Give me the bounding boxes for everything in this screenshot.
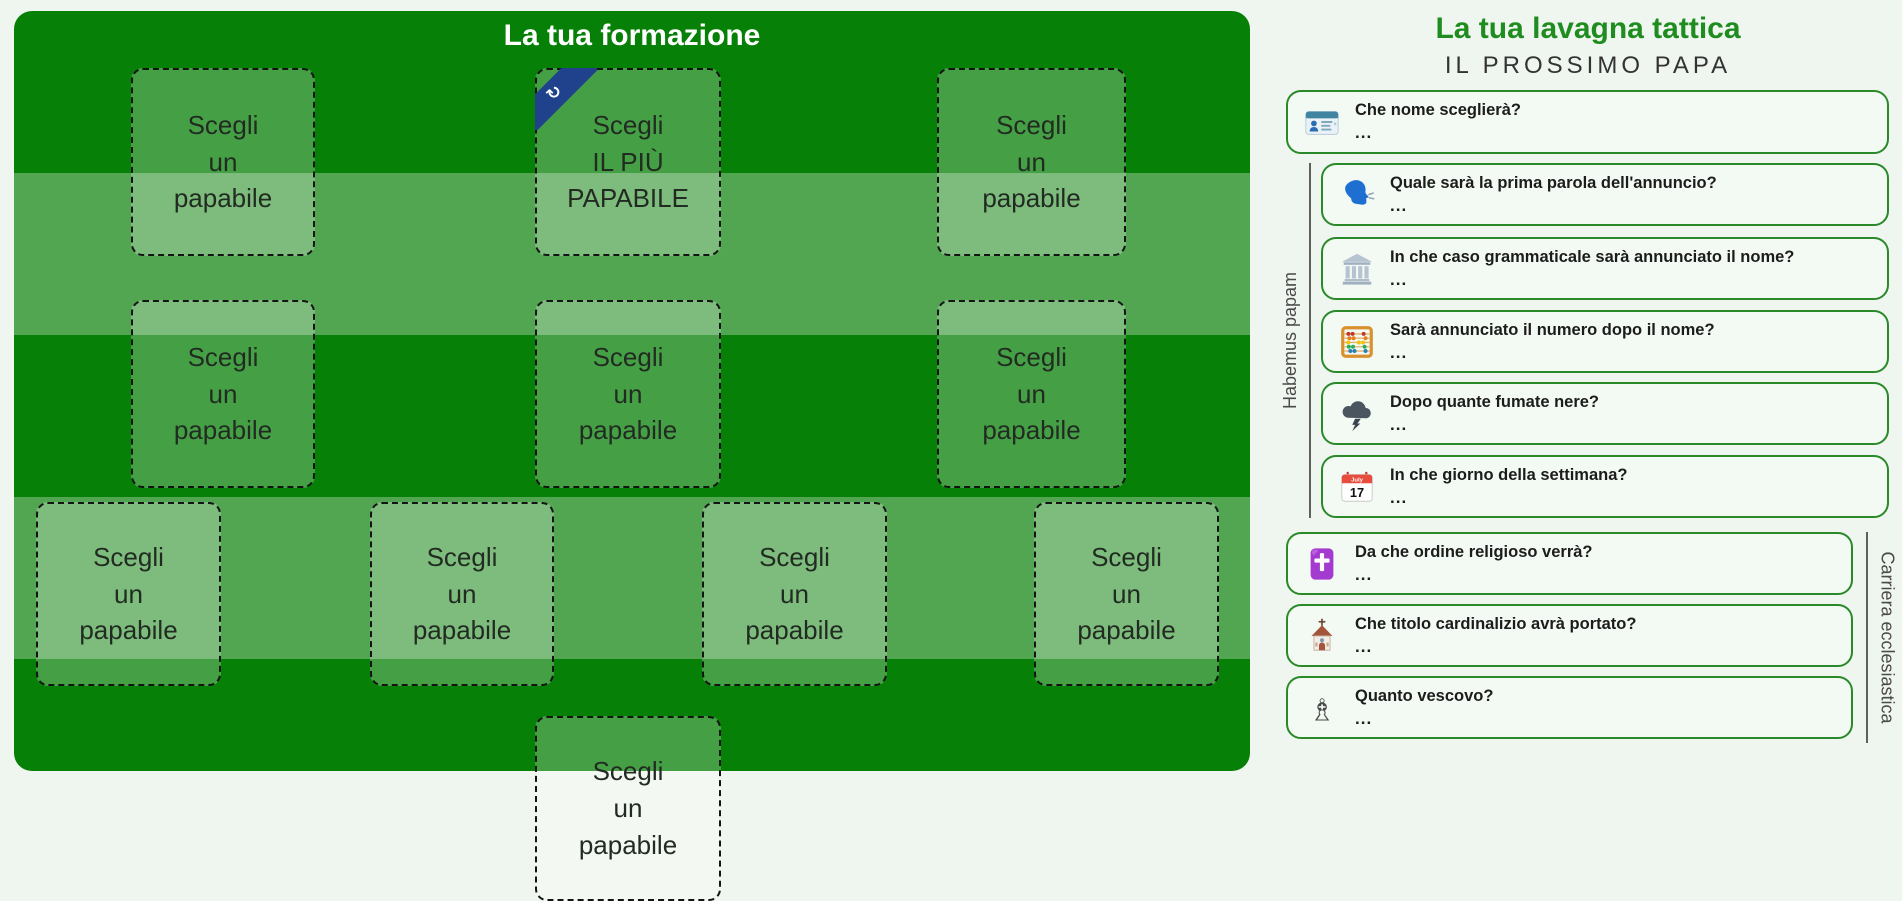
habemus-papam-group-line (1309, 163, 1311, 518)
question-card-prima-parola[interactable]: Quale sarà la prima parola dell'annuncio… (1321, 163, 1889, 226)
calendar-day-text: 17 (1350, 484, 1364, 499)
papabile-slot[interactable]: Scegli un papabile (535, 300, 721, 488)
answer-placeholder: ... (1390, 269, 1408, 289)
papabile-slot[interactable]: Scegli un papabile (702, 502, 887, 686)
id-card-icon (1305, 111, 1339, 135)
speaking-head-icon (1345, 179, 1375, 205)
papabile-slot[interactable]: Scegli un papabile (1034, 502, 1219, 686)
question-card-nome[interactable]: Che nome sceglierà? ... (1286, 90, 1889, 154)
answer-placeholder: ... (1390, 487, 1408, 507)
question-card-quanto-vescovo[interactable]: ♗ Quanto vescovo? ... (1286, 676, 1853, 739)
storm-cloud-icon (1342, 400, 1371, 431)
question-text: Da che ordine religioso verrà? (1355, 542, 1593, 561)
papabile-slot[interactable]: Scegli un papabile (370, 502, 554, 686)
question-card-giorno-settimana[interactable]: July 17 In che giorno della settimana? .… (1321, 455, 1889, 518)
captain-badge-icon: ↻ (542, 81, 568, 106)
question-card-ordine-religioso[interactable]: Da che ordine religioso verrà? ... (1286, 532, 1853, 595)
papabile-slot[interactable]: Scegli un papabile (131, 68, 315, 256)
habemus-papam-group-label: Habemus papam (1280, 271, 1301, 410)
papabile-slot[interactable]: Scegli un papabile (937, 68, 1126, 256)
abacus-icon (1341, 325, 1373, 358)
classical-building-icon (1341, 253, 1373, 285)
chess-bishop-glyph: ♗ (1308, 693, 1335, 727)
slot-label: Scegli IL PIÙ PAPABILE (567, 109, 689, 214)
question-text: Che titolo cardinalizio avrà portato? (1355, 614, 1637, 633)
board-title: La tua lavagna tattica (1435, 12, 1741, 45)
chess-bishop-icon: ♗ (1308, 693, 1335, 727)
papabile-slot[interactable]: Scegli un papabile (535, 716, 721, 901)
calendar-month-text: July (1351, 477, 1363, 483)
answer-placeholder: ... (1390, 414, 1408, 434)
answer-placeholder: ... (1355, 636, 1373, 656)
formation-pitch: La tua formazione Scegli un papabile ↻ S… (14, 11, 1250, 901)
answer-placeholder: ... (1355, 123, 1373, 142)
answer-placeholder: ... (1355, 708, 1373, 728)
church-icon (1311, 618, 1333, 651)
answer-placeholder: ... (1390, 195, 1408, 215)
question-text: Quanto vescovo? (1355, 686, 1494, 705)
answer-placeholder: ... (1355, 564, 1373, 584)
question-text: In che caso grammaticale sarà annunciato… (1390, 247, 1795, 266)
papabile-slot[interactable]: Scegli un papabile (36, 502, 221, 686)
question-text: Quale sarà la prima parola dell'annuncio… (1390, 173, 1717, 192)
question-text: In che giorno della settimana? (1390, 465, 1628, 484)
answer-placeholder: ... (1390, 342, 1408, 362)
question-card-fumate-nere[interactable]: Dopo quante fumate nere? ... (1321, 382, 1889, 445)
calendar-icon: July 17 (1341, 471, 1373, 502)
papabile-slot[interactable]: Scegli un papabile (937, 300, 1126, 488)
question-text: Dopo quante fumate nere? (1390, 392, 1600, 411)
papabile-slot[interactable]: Scegli un papabile (131, 300, 315, 488)
question-text: Sarà annunciato il numero dopo il nome? (1390, 320, 1715, 339)
formation-title: La tua formazione (503, 19, 761, 52)
cross-icon (1310, 547, 1334, 580)
captain-papabile-slot[interactable]: ↻ Scegli IL PIÙ PAPABILE (535, 68, 721, 256)
carriera-ecclesiastica-group-line (1866, 532, 1868, 743)
question-card-caso-grammaticale[interactable]: In che caso grammaticale sarà annunciato… (1321, 237, 1889, 300)
question-card-numero[interactable]: Sarà annunciato il numero dopo il nome? … (1321, 310, 1889, 373)
carriera-ecclesiastica-group-label: Carriera ecclesiastica (1877, 551, 1898, 724)
question-text: Che nome sceglierà? (1355, 101, 1521, 119)
board-subtitle: IL PROSSIMO PAPA (1444, 52, 1732, 79)
question-card-titolo-cardinalizio[interactable]: Che titolo cardinalizio avrà portato? ..… (1286, 604, 1853, 667)
